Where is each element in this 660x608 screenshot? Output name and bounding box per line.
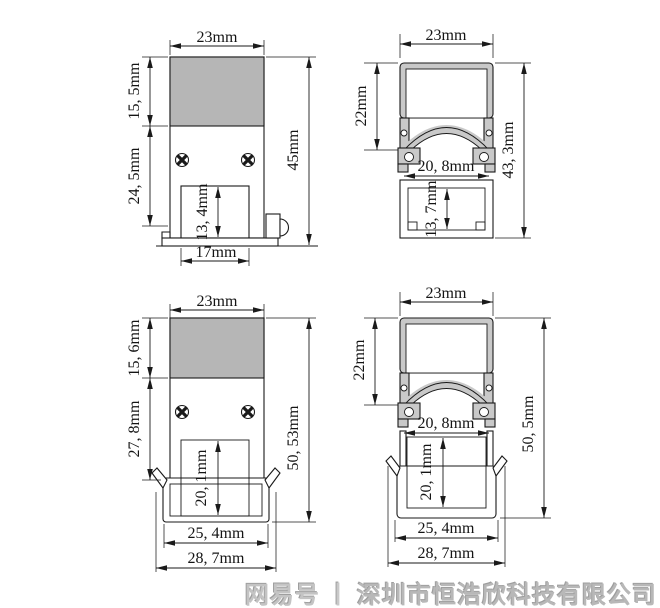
- bl-dim-top-width: 23mm: [197, 293, 238, 310]
- screw-icon: [240, 404, 256, 420]
- tr-dim-base-height: 13, 7mm: [423, 180, 440, 237]
- screw-icon: [174, 152, 190, 168]
- br-lens-seat: [404, 380, 489, 406]
- br-side-notch: [485, 384, 493, 392]
- br-dim-total-height: 50, 5mm: [520, 395, 537, 452]
- tl-dim-lower-height: 24, 5mm: [126, 147, 143, 204]
- tl-shapes: [156, 56, 318, 247]
- br-shapes: [385, 317, 508, 519]
- tl-dim-total-height: 45mm: [285, 129, 302, 170]
- br-dim-slot-height: 20, 1mm: [418, 443, 435, 500]
- br-dim-inner-width: 20, 8mm: [418, 415, 475, 432]
- drawing-top-right: 23mm 22mm 20, 8mm 13, 7mm 43, 3mm: [353, 27, 531, 239]
- tr-side-notch: [400, 129, 408, 137]
- br-tray-outer: [396, 465, 497, 519]
- br-side-notch: [400, 384, 408, 392]
- tl-dim-slot-width: 17mm: [196, 244, 237, 261]
- watermark-company: 深圳市恒浩欣科技有限公司: [357, 582, 657, 608]
- watermark-separator: 丨: [326, 582, 351, 608]
- tl-mounting-slot: [180, 185, 250, 239]
- bl-dim-lower-height: 27, 8mm: [126, 400, 143, 457]
- tl-thumb-screw-knob: [279, 218, 289, 237]
- br-dim-top-width: 23mm: [426, 285, 467, 302]
- br-channel-cavity: [405, 323, 488, 374]
- tr-dim-inner-width: 20, 8mm: [418, 158, 475, 175]
- tr-dim-total-height: 43, 3mm: [500, 121, 517, 178]
- br-dim-channel-height: 22mm: [351, 339, 368, 380]
- tl-bracket-clip: [161, 231, 171, 239]
- tl-dimensions: 23mm 15, 5mm 24, 5mm 13, 4mm 17mm 45mm: [126, 29, 316, 266]
- tl-screw-block: [265, 213, 281, 239]
- tr-dim-channel-height: 22mm: [353, 85, 370, 126]
- bl-clip-left: [151, 467, 168, 490]
- screw-icon: [174, 404, 190, 420]
- drawing-top-left: 23mm 15, 5mm 24, 5mm 13, 4mm 17mm 45mm: [126, 29, 318, 266]
- bl-dim-outer-width: 28, 7mm: [188, 550, 245, 567]
- br-clip-right: [492, 455, 508, 478]
- bl-dim-tray-width: 25, 4mm: [188, 525, 245, 542]
- drawing-bottom-left: 23mm 15, 6mm 27, 8mm 20, 1mm 25, 4mm 28,…: [126, 293, 316, 572]
- bl-shapes: [151, 317, 281, 523]
- tr-base-cavity: [407, 187, 486, 231]
- drawing-bottom-right: 23mm 22mm 20, 8mm 20, 1mm 25, 4mm 28, 7m…: [351, 285, 551, 567]
- tr-shapes: [397, 62, 496, 239]
- tl-dim-slot-height: 13, 4mm: [194, 183, 211, 240]
- bl-tray-outer: [162, 477, 270, 523]
- tl-dim-cap-height: 15, 5mm: [126, 62, 143, 119]
- tl-diffuser-cap: [169, 56, 265, 127]
- bl-mounting-slot: [180, 439, 250, 517]
- bl-dim-total-height: 50, 53mm: [285, 405, 302, 470]
- bl-diffuser-cap: [169, 317, 265, 379]
- tr-dimensions: 23mm 22mm 20, 8mm 13, 7mm 43, 3mm: [353, 27, 531, 239]
- tr-base-outer: [399, 179, 494, 239]
- bl-dim-cap-height: 15, 6mm: [126, 319, 143, 376]
- tl-dim-top-width: 23mm: [197, 29, 238, 46]
- br-dim-outer-width: 28, 7mm: [418, 545, 475, 562]
- screw-icon: [240, 152, 256, 168]
- br-dimensions: 23mm 22mm 20, 8mm 20, 1mm 25, 4mm 28, 7m…: [351, 285, 551, 567]
- tr-channel-cavity: [405, 68, 488, 119]
- tr-side-notch: [485, 129, 493, 137]
- bl-clip-right: [264, 467, 281, 490]
- br-tray-cavity: [406, 436, 487, 509]
- br-clip-left: [385, 455, 401, 478]
- watermark-logo: 网易号: [245, 582, 320, 608]
- watermark: 网易号丨深圳市恒浩欣科技有限公司: [0, 575, 657, 608]
- br-dim-tray-width: 25, 4mm: [418, 520, 475, 537]
- tr-dim-top-width: 23mm: [426, 27, 467, 44]
- bl-dimensions: 23mm 15, 6mm 27, 8mm 20, 1mm 25, 4mm 28,…: [126, 293, 316, 572]
- tr-lens-seat: [404, 125, 489, 151]
- bl-dim-slot-height: 20, 1mm: [193, 449, 210, 506]
